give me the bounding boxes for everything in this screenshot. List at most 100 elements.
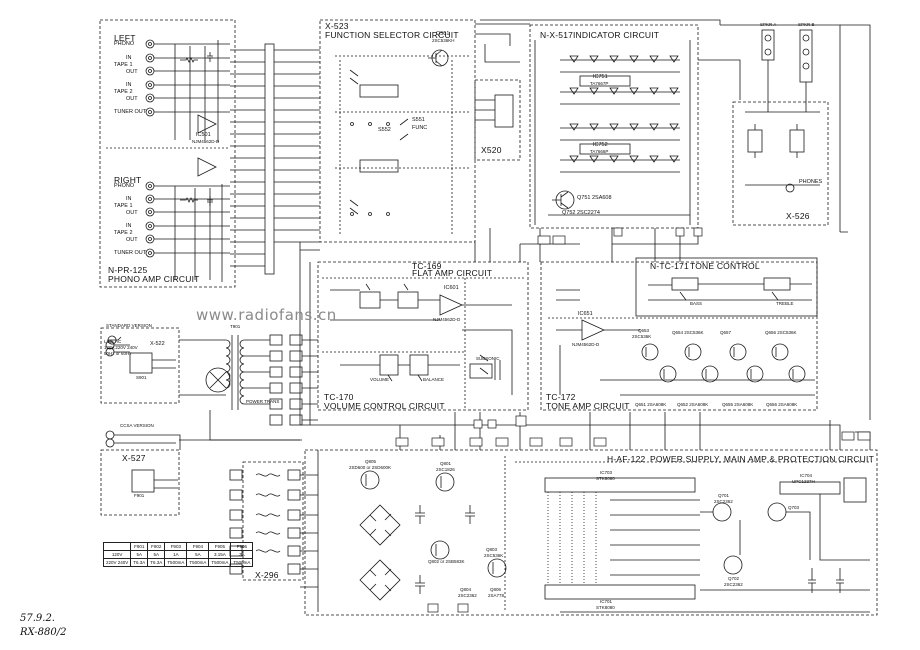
flat-amp-title: FLAT AMP CIRCUIT [412,268,493,278]
fuse-cell: 5A [186,550,210,559]
bass-label: BASS [690,301,703,306]
q804-label: Q804 [460,587,472,592]
q653-label: Q653 [638,328,650,333]
watermark-text: www.radiofans.cn [196,306,337,324]
bridge-rectifiers [359,504,401,601]
ic751-type-label: TA7667P [590,81,609,86]
tone-amp-transistors [641,343,806,383]
q702-type-label: 2SC2362 [724,582,743,587]
fuse-cell: 5A [147,550,166,559]
ic704-type-label: UPC1237H [792,479,815,484]
right-phono-label: PHONO [114,183,135,189]
tone-control-board [635,257,818,317]
function-selector-name: X-523 [325,21,349,31]
right-channel-label: RIGHT [114,175,142,185]
fuse-cell: 3A [230,550,254,559]
right-tuner-out-label: TUNER OUT [114,250,147,256]
ic704-chip [779,481,841,495]
fuse-cell: 1A [164,550,188,559]
indicator-name: N-X-517 [540,30,574,40]
q551-type-label: 2SC536KH [432,38,455,43]
ic601-label: IC601 [444,285,459,291]
right-tape1-in-label: IN [126,196,132,202]
q801-type-label: 2SC1826 [436,467,455,472]
left-input-jacks [145,39,155,117]
power-main-name: H-AF-122 [607,454,646,464]
right-tape1-label: TAPE 1 [114,203,133,209]
q651-label: Q651 2SA608K [635,402,667,407]
q752-label: Q752 2SC2274 [562,210,600,216]
q657-label: Q657 [720,330,732,335]
ic703-module [544,477,696,493]
ic752-type-label: TA7666P [590,149,609,154]
x526-label: X-526 [786,211,810,221]
q701-transistor [712,502,732,522]
treble-label: TREBLE [776,301,794,306]
ic651-label: IC651 [578,311,593,317]
speaker-terminal-a [761,29,775,61]
q751-label: Q751 2SA608 [577,195,612,201]
fuse-cell: T500mA [186,558,210,567]
ic601-opamp [439,294,463,316]
tone-amp-title: TONE AMP CIRCUIT [546,401,630,411]
fuse-cell: T500mA [164,558,188,567]
fuse-table-row: 220V 240V T6.3A T6.3A T500mA T500mA T500… [102,558,254,567]
x522-label: X-522 [150,341,165,347]
function-selector-title: FUNCTION SELECTOR CIRCUIT [325,30,459,40]
q805-type-label: 2SD600 or 2SD600K [349,465,392,470]
subsonic-label: SUBSONIC [476,356,500,361]
fuse-table-header: F901 F902 F903 F904 F905 F906 [102,542,254,551]
left-tape1-out-label: OUT [126,69,138,75]
power-transistors [360,470,507,578]
line-ac-freq-label: 50Hz or 60Hz [104,351,132,356]
volume-control-name: TC-170 [324,392,354,402]
s551-func-label: FUNC [412,125,428,131]
tone-pots [648,277,812,301]
left-tape2-label: TAPE 2 [114,89,133,95]
left-tuner-out-label: TUNER OUT [114,109,147,115]
ic701-module [544,584,696,600]
x296-label: X-296 [255,570,279,580]
handwritten-model: RX-880/2 [20,627,67,638]
led-array-top [560,55,680,105]
f901-label: F901 [134,493,145,498]
volume-control-title: VOLUME CONTROL CIRCUIT [324,401,445,411]
standard-version-label: STANDARD VERSION [106,323,152,328]
fuse-header-cell: F901 [130,542,149,551]
q656-label: Q656 2SC536K [765,330,797,335]
ic651-type-label: NJM4562D-D [572,342,600,347]
phono-amp-name: N-PR-125 [108,265,148,275]
handwritten-date: 57.9.2. [20,613,55,624]
q803-label: Q803 [486,547,498,552]
x527-label: X-527 [122,453,146,463]
ic703-type-label: STK8080 [596,476,615,481]
phono-amp-title: PHONO AMP CIRCUIT [108,274,200,284]
fuse-cell: 3.15A [208,550,232,559]
fuse-header-cell: F902 [147,542,166,551]
ac-terminal-blocks [269,334,303,426]
tone-control-name: N-TC-171 [650,261,689,271]
s551-label: S551 [412,117,425,123]
volume-pots [359,283,429,382]
power-main-amp-board [304,449,878,616]
ic751-chip [579,75,631,87]
ic752-label: IC752 [593,142,608,148]
ic651-opamp [581,319,605,341]
tone-control-title: TONE CONTROL [690,261,760,271]
right-tape1-out-label: OUT [126,210,138,216]
fuse-cell: 220V 240V [102,558,132,567]
q652-label: Q652 2SA608K [677,402,709,407]
wiring-layer [99,19,878,616]
phono-amp-board [99,19,236,288]
phono-connector [230,43,320,275]
tone-amp-board [540,261,818,411]
ic701-type-label: STK8080 [596,605,615,610]
right-tape2-out-label: OUT [126,237,138,243]
q806-label: Q806 [490,587,502,592]
line-ac-label: LINE AC [104,339,122,344]
q803-type-label: 2SC536K [484,553,504,558]
led-array-bottom [560,123,680,173]
left-tape2-out-label: OUT [126,96,138,102]
right-input-jacks [145,181,155,258]
q703-label: Q703 [788,505,800,510]
